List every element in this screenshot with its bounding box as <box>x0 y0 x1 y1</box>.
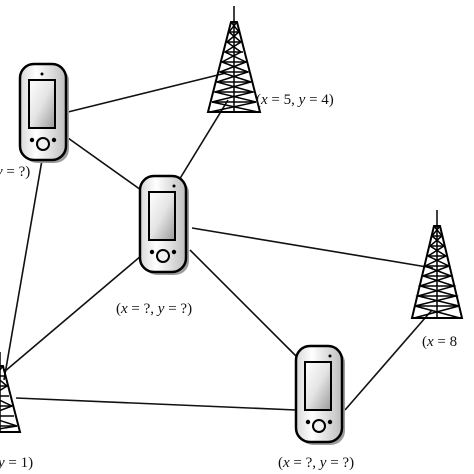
label-tower-left: y = 1) <box>0 455 33 471</box>
edge-phone-center-tower-left <box>3 249 149 373</box>
tower-left-icon <box>0 352 22 433</box>
phone-center-icon <box>138 174 189 275</box>
edge-tower-left-phone-bottom <box>15 397 297 411</box>
edge-phone-center-tower-right <box>191 227 434 269</box>
edge-phone-center-phone-bottom <box>189 249 301 361</box>
edge-phone-bottom-tower-right <box>344 309 433 411</box>
phone-bottom-icon <box>294 344 345 445</box>
label-tower-top: (x = 5, y = 4) <box>256 92 334 108</box>
edge-phone-left-tower-left <box>3 159 43 381</box>
label-phone-center: (x = ?, y = ?) <box>116 301 192 317</box>
phone-left-icon <box>18 62 69 163</box>
edge-phone-left-tower-top <box>67 72 227 113</box>
edge-phone-left-phone-center <box>67 137 149 196</box>
label-tower-right: (x = 8 <box>422 334 457 350</box>
connection-lines <box>3 72 434 411</box>
label-phone-left: y = ?) <box>0 164 30 180</box>
edge-phone-center-tower-top <box>175 99 229 186</box>
tower-top-icon <box>206 6 262 113</box>
tower-right-icon <box>410 210 464 319</box>
label-phone-bottom: (x = ?, y = ?) <box>278 455 354 471</box>
